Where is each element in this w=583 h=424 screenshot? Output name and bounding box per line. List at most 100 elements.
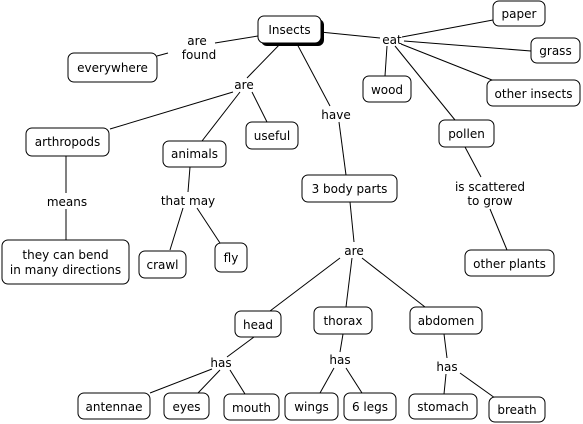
node-head[interactable]: head — [234, 310, 282, 338]
link-label-are-found-2: found — [182, 48, 216, 62]
node-fly-box — [214, 242, 248, 273]
node-breath-label: breath — [497, 403, 536, 417]
node-6-legs-label: 6 legs — [352, 400, 388, 414]
node-fly[interactable]: fly — [214, 242, 248, 273]
line-pollen-scattered — [464, 146, 482, 178]
node-6-legs[interactable]: 6 legs — [343, 392, 397, 421]
node-3-body-parts[interactable]: 3 body parts — [301, 174, 398, 203]
node-wings-label: wings — [294, 400, 329, 414]
link-label-are-parts: are — [344, 244, 363, 258]
node-everywhere[interactable]: everywhere — [67, 52, 158, 83]
node-wings-box — [284, 392, 339, 421]
node-insects[interactable]: Insects — [257, 15, 324, 46]
node-3-body-parts-box — [301, 174, 398, 203]
node-insects-label: Insects — [268, 23, 310, 37]
node-grass[interactable]: grass — [530, 37, 581, 64]
line-insects-eat — [319, 31, 381, 39]
node-paper[interactable]: paper — [492, 0, 546, 27]
node-head-box — [234, 310, 282, 338]
node-they-can-bend-label-2: in many directions — [10, 263, 121, 277]
node-eyes-label: eyes — [172, 400, 200, 414]
node-crawl-box — [138, 250, 187, 279]
node-eyes[interactable]: eyes — [163, 392, 210, 420]
node-thorax-box — [313, 306, 373, 335]
node-eyes-box — [163, 392, 210, 420]
node-useful-box — [245, 121, 299, 150]
link-label-eat: eat — [382, 33, 402, 47]
node-other-insects-box — [486, 79, 581, 107]
line-eat-wood — [384, 45, 388, 77]
line-eat-grass — [403, 40, 532, 52]
node-wood-label: wood — [371, 83, 403, 97]
node-wings[interactable]: wings — [284, 392, 339, 421]
node-abdomen[interactable]: abdomen — [409, 306, 483, 335]
node-they-can-bend[interactable]: they can bend in many directions — [1, 239, 130, 285]
line-scattered-otherplants — [489, 208, 508, 251]
node-everywhere-box — [67, 52, 158, 83]
link-label-means: means — [47, 195, 87, 209]
line-head-has — [226, 336, 255, 358]
node-arthropods-box — [25, 127, 110, 157]
node-other-plants-box — [464, 249, 555, 277]
node-paper-label: paper — [502, 7, 537, 21]
line-are-animals — [201, 91, 241, 142]
node-useful[interactable]: useful — [245, 121, 299, 150]
node-stomach[interactable]: stomach — [408, 393, 478, 420]
node-crawl-label: crawl — [146, 258, 178, 272]
node-other-insects[interactable]: other insects — [486, 79, 581, 107]
node-antennae-label: antennae — [86, 400, 143, 414]
line-has-breath — [459, 372, 496, 399]
node-arthropods-label: arthropods — [35, 135, 100, 149]
line-are-arthropods — [109, 91, 234, 130]
node-animals-label: animals — [171, 147, 218, 161]
line-insects-are — [246, 41, 283, 79]
line-bodyparts-are — [349, 201, 355, 243]
node-fly-label: fly — [224, 251, 239, 265]
connector-lines — [65, 19, 532, 399]
line-are-useful — [251, 91, 268, 123]
node-abdomen-box — [409, 306, 483, 335]
node-paper-box — [492, 0, 546, 27]
node-wood[interactable]: wood — [362, 75, 412, 103]
node-crawl[interactable]: crawl — [138, 250, 187, 279]
link-label-have: have — [321, 108, 350, 122]
line-thatmay-crawl — [169, 207, 184, 251]
node-pollen[interactable]: pollen — [438, 119, 495, 148]
node-animals-box — [162, 140, 227, 168]
node-other-plants[interactable]: other plants — [464, 249, 555, 277]
node-grass-box — [530, 37, 581, 64]
node-3-body-parts-label: 3 body parts — [312, 182, 388, 196]
link-label-is-scattered-2: to grow — [467, 194, 512, 208]
link-label-has-head: has — [210, 356, 231, 370]
linking-phrases: are found eat are have means that may is… — [47, 33, 525, 374]
line-thorax-has — [339, 333, 344, 353]
line-has-stomach — [443, 373, 447, 395]
line-insects-have — [295, 41, 331, 107]
node-breath[interactable]: breath — [488, 396, 546, 423]
line-abdomen-has — [443, 333, 448, 359]
line-has-mouth — [229, 369, 246, 395]
node-arthropods[interactable]: arthropods — [25, 127, 110, 157]
node-antennae[interactable]: antennae — [77, 392, 151, 420]
node-animals[interactable]: animals — [162, 140, 227, 168]
node-mouth[interactable]: mouth — [223, 393, 280, 421]
line-arefound-everywhere — [156, 52, 169, 57]
node-antennae-box — [77, 392, 151, 420]
node-6-legs-box — [343, 392, 397, 421]
node-thorax-label: thorax — [323, 314, 362, 328]
node-pollen-box — [438, 119, 495, 148]
node-insects-box — [257, 15, 322, 44]
line-thatmay-fly — [196, 207, 221, 244]
line-eat-pollen — [394, 45, 456, 121]
node-thorax[interactable]: thorax — [313, 306, 373, 335]
node-grass-label: grass — [539, 44, 571, 58]
line-has-sixlegs — [345, 367, 363, 394]
node-breath-box — [488, 396, 546, 423]
line-animals-thatmay — [187, 166, 191, 193]
link-label-are-found-1: are — [187, 34, 206, 48]
line-has-wings — [319, 367, 335, 394]
line-eat-otherinsects — [400, 43, 498, 83]
line-eat-paper — [401, 19, 494, 38]
